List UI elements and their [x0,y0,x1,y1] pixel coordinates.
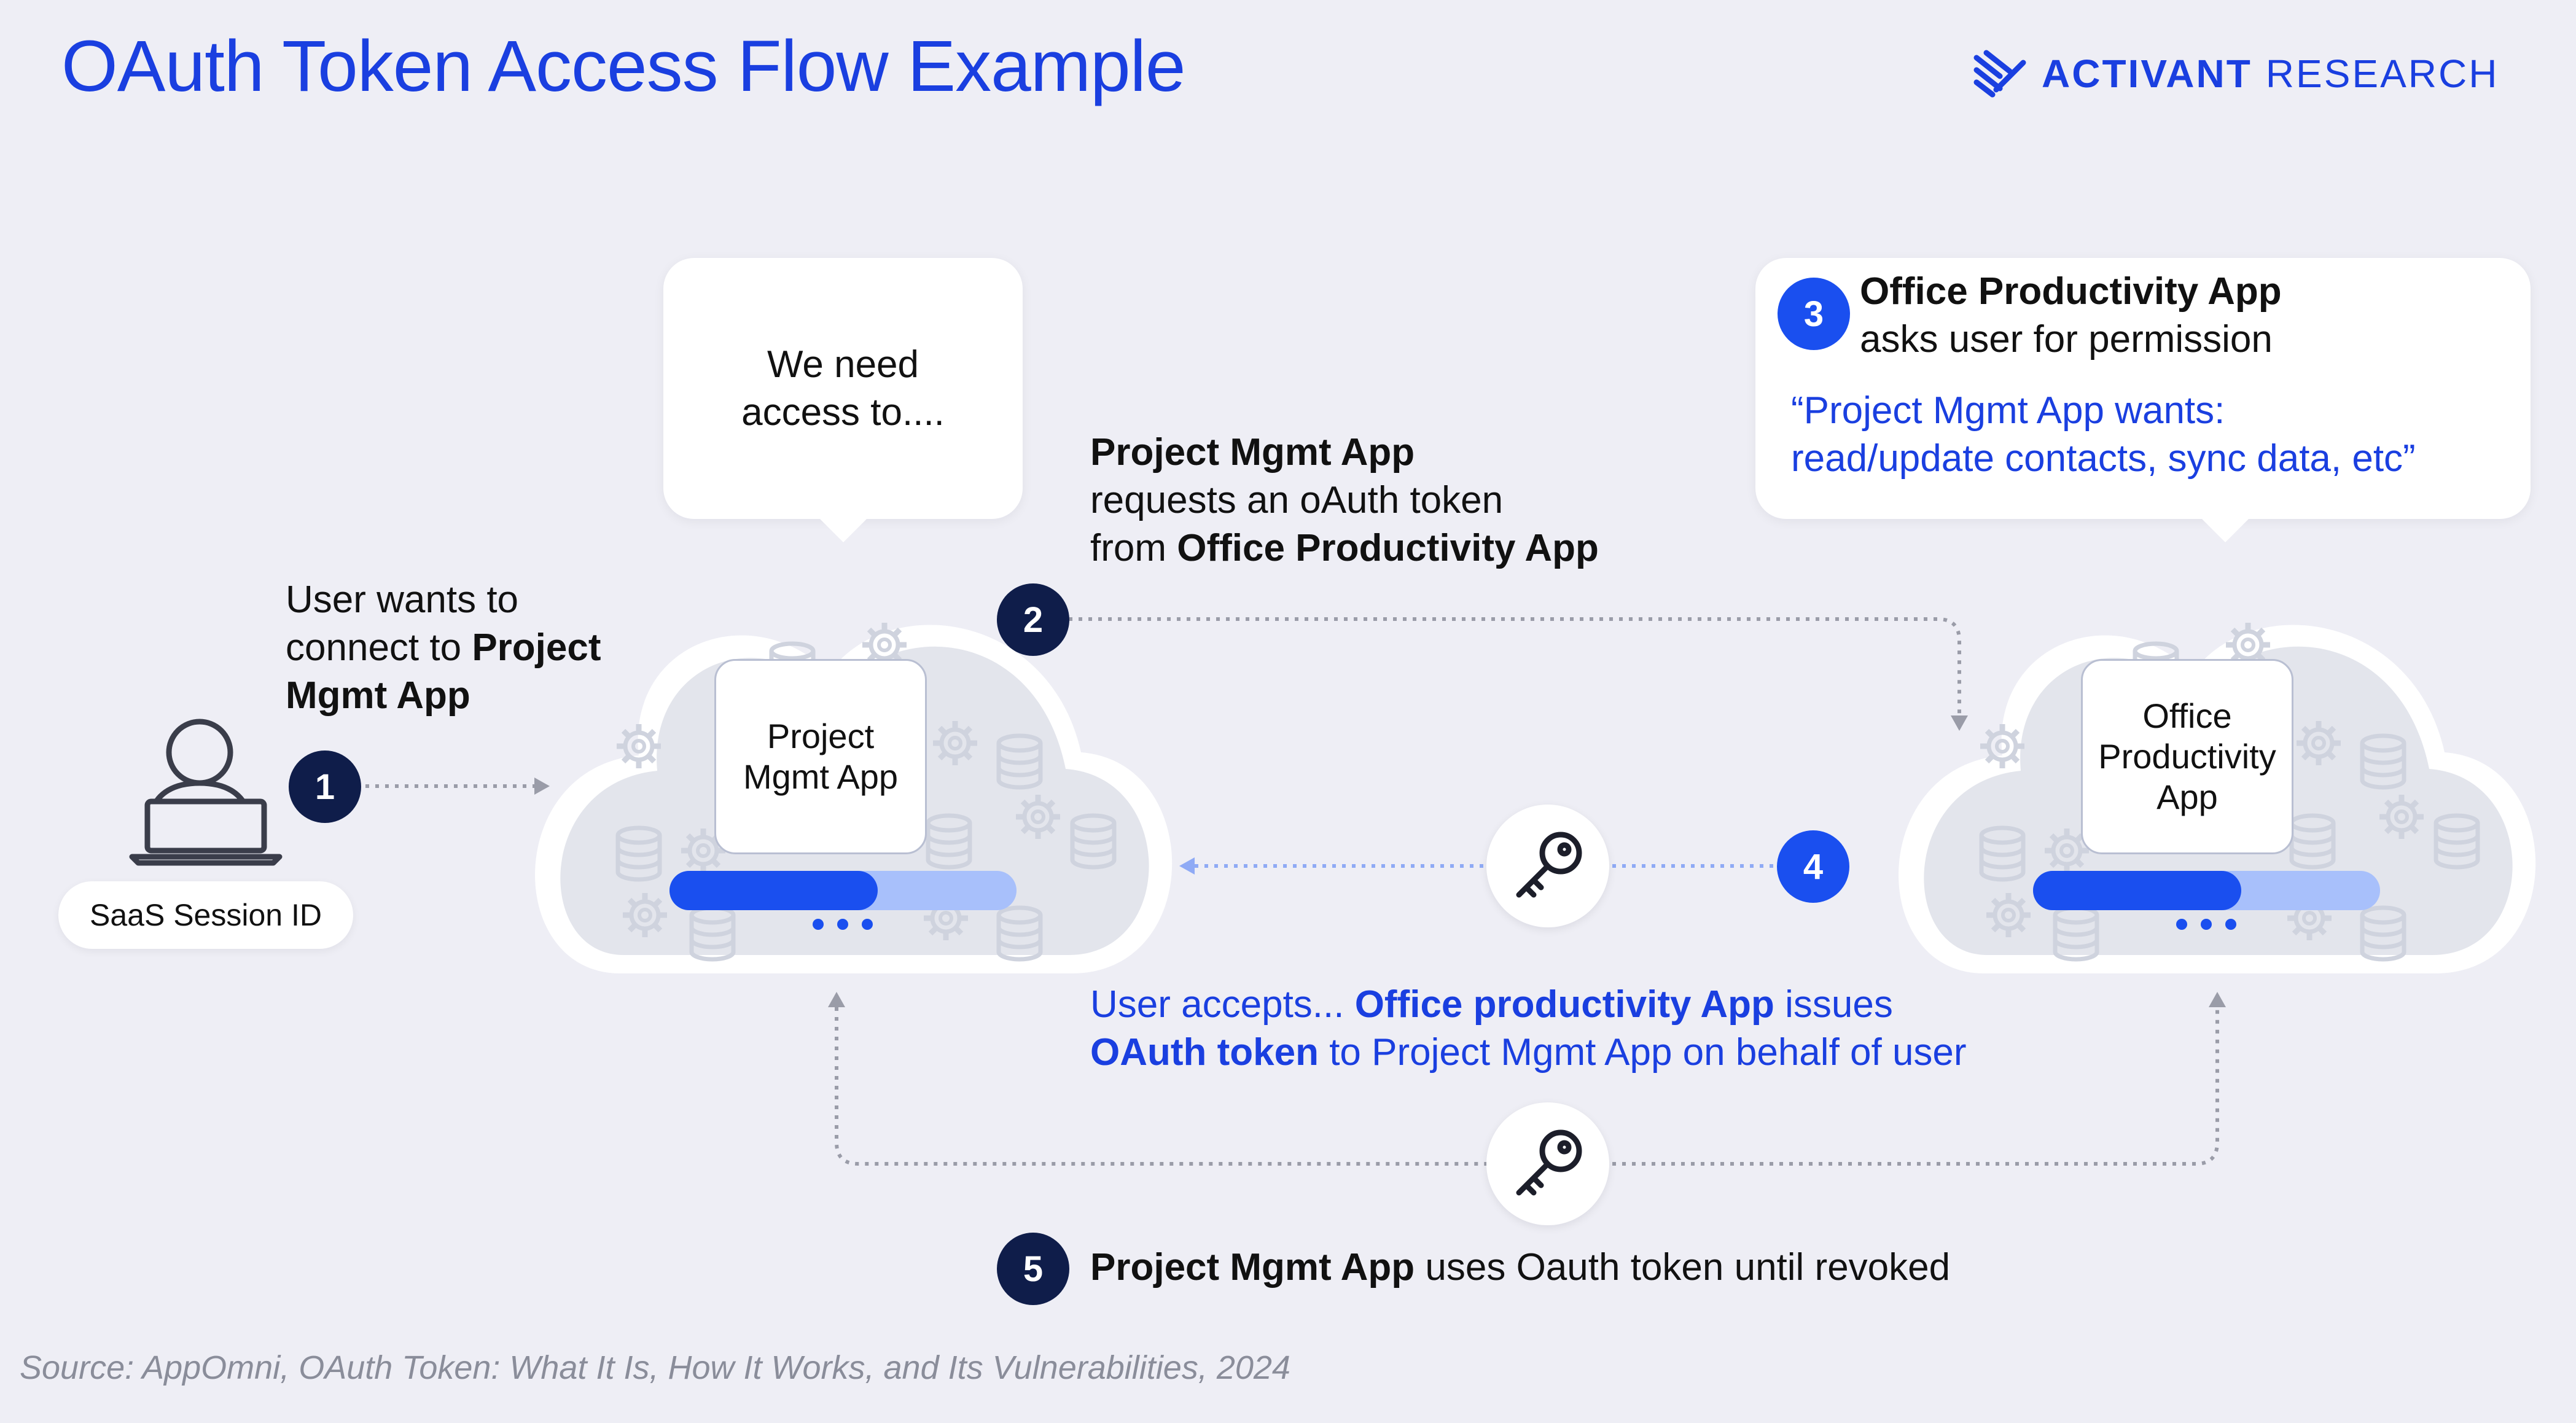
user-laptop-icon [129,719,283,866]
permission-bubble: 3 Office Productivity App asks user for … [1755,258,2531,519]
step1-line2: connect to [286,626,472,669]
step1-text: User wants to connect to Project Mgmt Ap… [286,576,601,720]
permission-bubble-tail [2201,518,2250,542]
project-app-line1: Project [767,717,875,755]
left-progress-bar [669,871,1017,930]
step3-heading: Office Productivity App asks user for pe… [1860,268,2282,364]
step5-text: Project Mgmt App uses Oauth token until … [1090,1244,1950,1292]
step1-line1: User wants to [286,579,519,621]
step4-line1-suffix: issues [1774,983,1893,1026]
step2-line2: requests an oAuth token [1090,479,1504,521]
arrow-step1 [365,778,550,795]
step1-line3: Mgmt App [286,674,470,717]
step3-quote-line1: “Project Mgmt App wants: [1791,389,2225,432]
saas-session-pill: SaaS Session ID [58,881,353,949]
step3-quote-line2: read/update contacts, sync data, etc” [1791,437,2416,480]
key-icon [1516,1129,1582,1196]
office-app-line1: Office [2142,696,2232,735]
step2-line1: Project Mgmt App [1090,431,1415,474]
office-app-line2: Productivity [2098,737,2276,776]
activant-stripes-icon [1973,50,2026,98]
brand-name-bold: ACTIVANT [2042,52,2252,96]
step3-subtitle: asks user for permission [1860,318,2273,361]
step3-badge: 3 [1778,278,1850,350]
speech-bubble: We need access to.... [663,258,1023,519]
key-circle-step5 [1486,1102,1609,1225]
speech-bubble-tail [819,518,868,542]
brand-logo: ACTIVANT RESEARCH [1972,49,2499,98]
speech-bubble-line1: We need [767,343,919,386]
step1-badge: 1 [289,750,361,823]
step4-line1-prefix: User accepts... [1090,983,1355,1026]
step3-quote: “Project Mgmt App wants: read/update con… [1791,387,2416,483]
key-circle-step4 [1486,805,1609,927]
project-mgmt-app-box: Project Mgmt App [714,659,927,854]
step5-badge: 5 [997,1233,1069,1305]
right-progress-bar [2033,871,2380,930]
brand-name-light: RESEARCH [2265,52,2499,96]
step4-line2-suffix: to Project Mgmt App on behalf of user [1318,1031,1967,1074]
speech-bubble-line2: access to.... [741,391,945,434]
step4-line2-bold: OAuth token [1090,1031,1319,1074]
arrow-step5 [828,992,2226,1166]
step2-line3-bold: Office Productivity App [1177,527,1599,569]
step4-text: User accepts... Office productivity App … [1090,981,1967,1077]
step3-title: Office Productivity App [1860,270,2282,313]
project-app-line2: Mgmt App [743,757,899,796]
step2-text: Project Mgmt App requests an oAuth token… [1090,429,1599,572]
step1-line2-bold: Project [472,626,601,669]
step2-line3: from [1090,527,1177,569]
office-app-line3: App [2156,778,2218,816]
step5-suffix: uses Oauth token until revoked [1415,1246,1951,1288]
page-title: OAuth Token Access Flow Example [61,26,1185,107]
office-productivity-app-box: Office Productivity App [2081,659,2293,854]
arrow-step2 [1069,617,1968,731]
step2-badge: 2 [997,583,1069,656]
step4-badge: 4 [1777,830,1849,903]
step4-line1-bold: Office productivity App [1354,983,1774,1026]
source-note: Source: AppOmni, OAuth Token: What It Is… [20,1349,1290,1386]
arrow-step4 [1179,857,1778,875]
key-icon [1516,832,1582,898]
step5-bold: Project Mgmt App [1090,1246,1415,1288]
